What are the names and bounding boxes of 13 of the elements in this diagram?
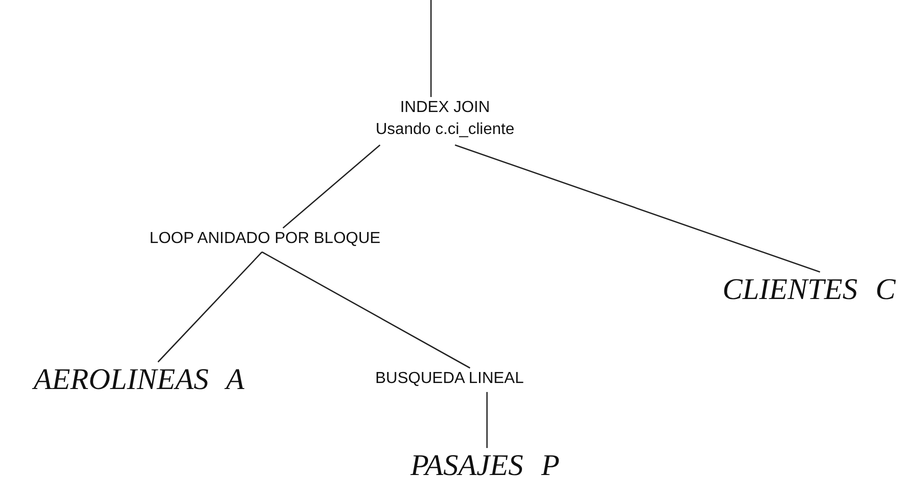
node-label: PASAJES P <box>409 448 561 484</box>
connector-line <box>486 392 488 448</box>
node-label: AEROLINEAS A <box>31 362 246 398</box>
connector-line <box>430 0 432 97</box>
connector-line <box>158 252 262 362</box>
node-label: BUSQUEDA LINEAL <box>374 369 525 389</box>
node-label: INDEX JOIN <box>399 98 491 118</box>
connector-line <box>454 144 820 273</box>
node-label: LOOP ANIDADO POR BLOQUE <box>148 229 382 249</box>
connector-line <box>282 144 380 228</box>
connector-line <box>262 251 470 369</box>
node-label: Usando c.ci_cliente <box>374 120 516 140</box>
node-label: CLIENTES C <box>721 272 897 308</box>
